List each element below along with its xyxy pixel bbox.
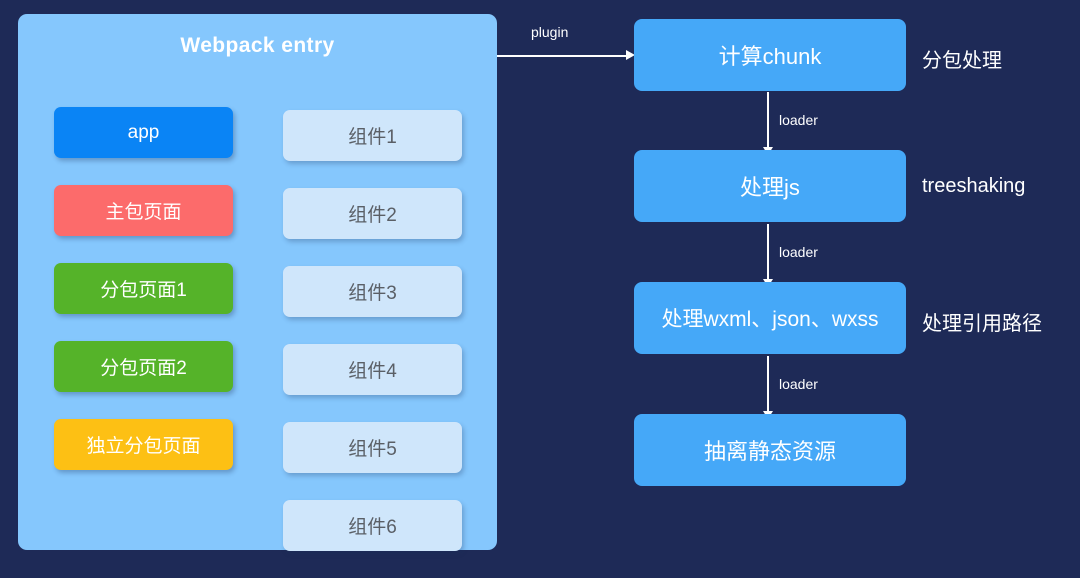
loader-arrow-3-icon — [763, 356, 773, 419]
plugin-arrow-label: plugin — [531, 24, 569, 40]
pipeline-step-compute-chunk[interactable]: 计算chunk — [634, 19, 906, 91]
entry-box-main-package-page[interactable]: 主包页面 — [54, 185, 233, 236]
loader-arrow-1-label: loader — [779, 112, 818, 128]
webpack-entry-panel: Webpack entry app 主包页面 分包页面1 分包页面2 独立分包页… — [18, 14, 497, 551]
pipeline-note-process-wxml-json-wxss: 处理引用路径 — [922, 313, 1042, 335]
loader-arrow-1-icon — [763, 92, 773, 155]
pages-column: app 主包页面 分包页面1 分包页面2 独立分包页面 — [54, 107, 233, 497]
loader-arrow-3-label: loader — [779, 376, 818, 392]
webpack-entry-title: Webpack entry — [180, 34, 335, 57]
loader-arrow-2-icon — [763, 224, 773, 287]
component-box-1[interactable]: 组件1 — [283, 110, 462, 161]
plugin-arrow-icon — [497, 50, 635, 60]
entry-box-app[interactable]: app — [54, 107, 233, 158]
component-box-2[interactable]: 组件2 — [283, 188, 462, 239]
pipeline-step-extract-static-assets[interactable]: 抽离静态资源 — [634, 414, 906, 486]
components-column: 组件1 组件2 组件3 组件4 组件5 组件6 — [283, 110, 462, 578]
component-box-6[interactable]: 组件6 — [283, 500, 462, 551]
component-box-3[interactable]: 组件3 — [283, 266, 462, 317]
entry-box-independent-package-page[interactable]: 独立分包页面 — [54, 419, 233, 470]
pipeline-step-process-wxml-json-wxss[interactable]: 处理wxml、json、wxss — [634, 282, 906, 354]
component-box-4[interactable]: 组件4 — [283, 344, 462, 395]
component-box-5[interactable]: 组件5 — [283, 422, 462, 473]
entry-box-sub-package-page-2[interactable]: 分包页面2 — [54, 341, 233, 392]
entry-box-sub-package-page-1[interactable]: 分包页面1 — [54, 263, 233, 314]
loader-arrow-2-label: loader — [779, 244, 818, 260]
pipeline-note-compute-chunk: 分包处理 — [922, 50, 1002, 72]
pipeline-step-process-js[interactable]: 处理js — [634, 150, 906, 222]
pipeline-note-process-js: treeshaking — [922, 175, 1026, 197]
